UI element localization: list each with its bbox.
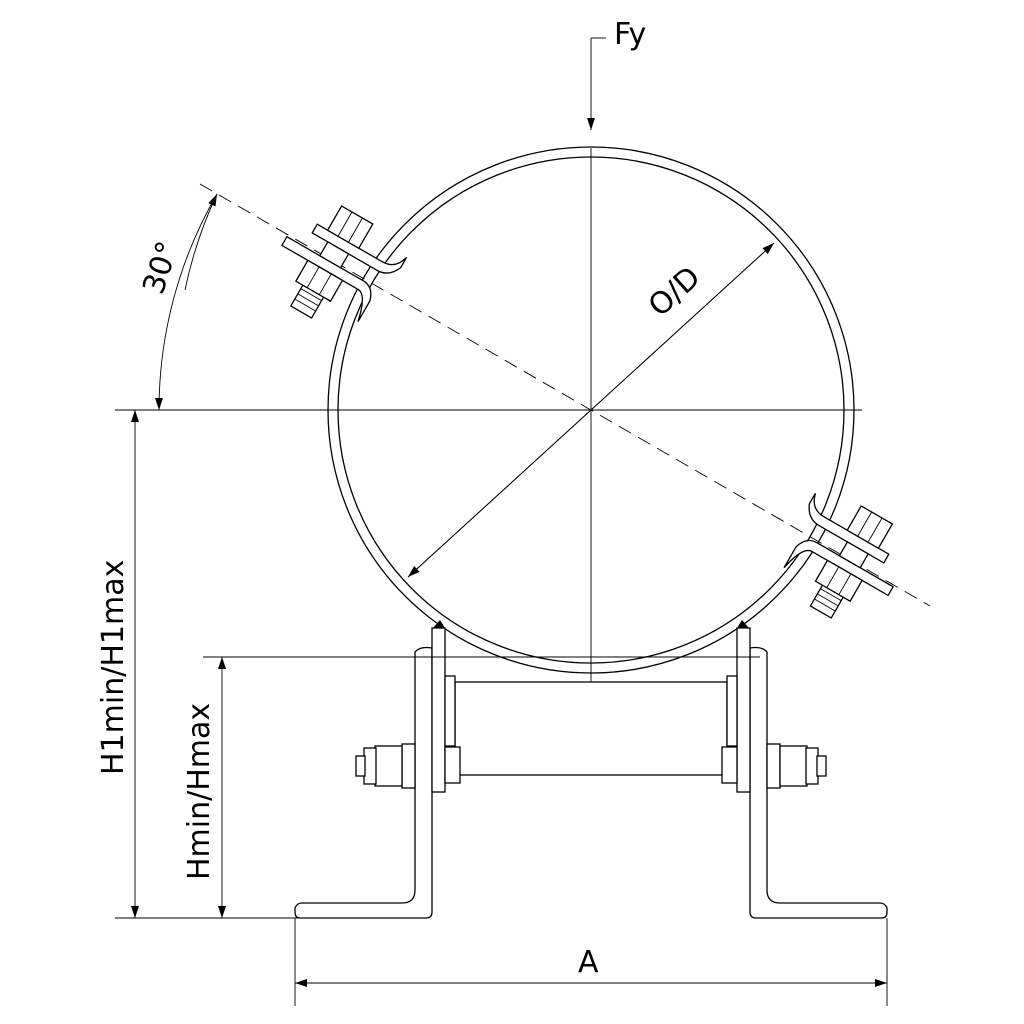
weld-right bbox=[726, 675, 738, 747]
hex-nut bbox=[326, 205, 374, 250]
bolt-thread bbox=[838, 540, 870, 569]
hex-nut bbox=[294, 259, 344, 303]
right-bolt bbox=[721, 743, 827, 789]
cross-tube bbox=[454, 681, 728, 776]
diameter-label: O/D bbox=[642, 260, 708, 324]
left-bolt bbox=[355, 743, 461, 789]
dimensions bbox=[115, 37, 888, 1006]
right-plate bbox=[736, 627, 751, 793]
width-dimension-label: A bbox=[578, 945, 599, 980]
h1-dimension-label: H1min/H1max bbox=[96, 560, 131, 775]
angle-arc bbox=[155, 193, 218, 411]
support-frame bbox=[294, 620, 888, 919]
angle-label: 30° bbox=[136, 237, 186, 298]
clamp-ears bbox=[281, 205, 894, 619]
clamp-ring bbox=[327, 146, 855, 674]
weld-left bbox=[444, 675, 456, 747]
ear-left bbox=[281, 205, 408, 322]
h-dimension-label: Hmin/Hmax bbox=[182, 703, 217, 880]
left-plate bbox=[431, 627, 446, 793]
hex-nut bbox=[814, 559, 864, 603]
force-label: Fy bbox=[614, 17, 646, 52]
centerlines bbox=[115, 148, 931, 682]
hex-nut bbox=[846, 505, 894, 550]
ear-right bbox=[783, 493, 894, 619]
